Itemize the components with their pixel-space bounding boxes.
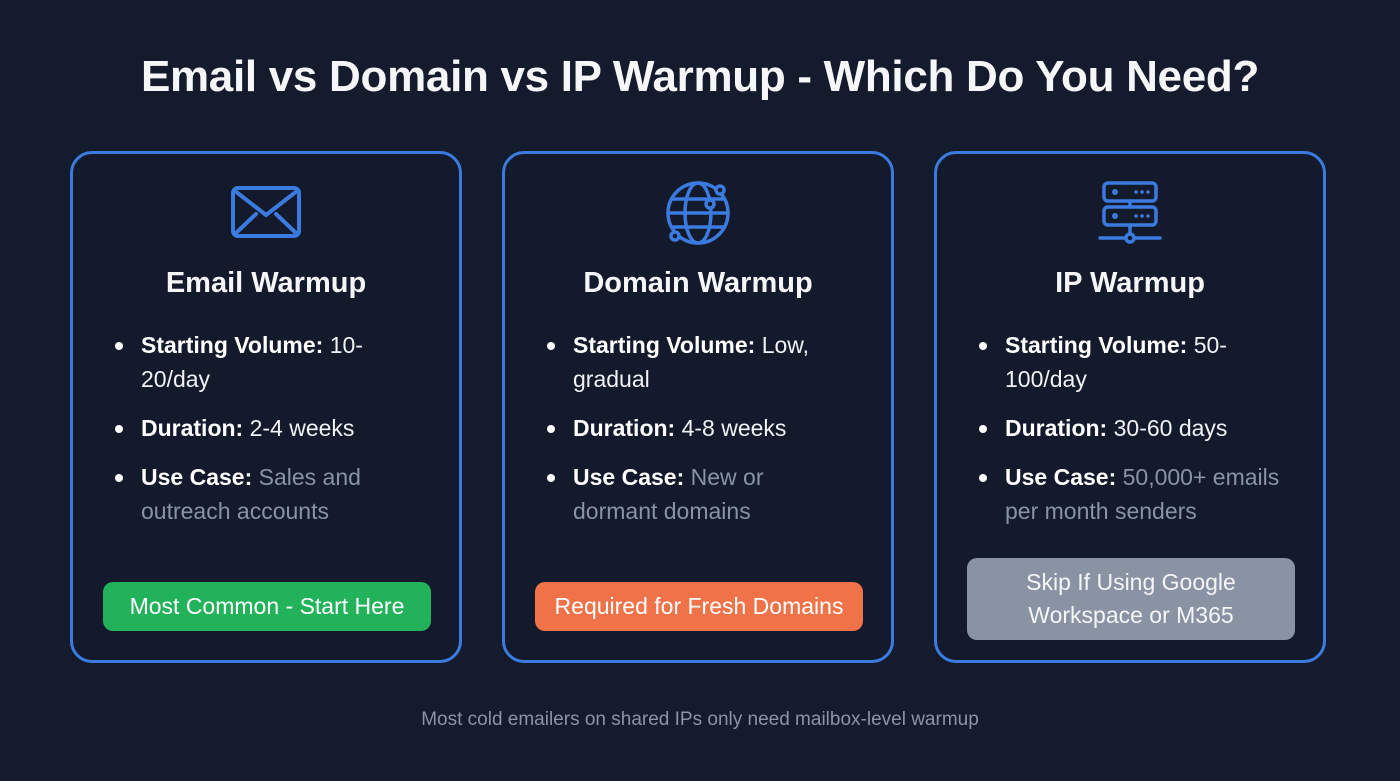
- list-item-starting-volume: Starting Volume: 50-100/day: [977, 328, 1235, 396]
- envelope-icon: [73, 180, 459, 246]
- server-icon: [937, 180, 1323, 246]
- list-item-starting-volume: Starting Volume: Low, gradual: [545, 328, 853, 396]
- list-item-use-case: Use Case: Sales and outreach accounts: [113, 460, 381, 528]
- list-item-duration: Duration: 4-8 weeks: [545, 411, 867, 445]
- card-email-warmup: Email Warmup Starting Volume: 10-20/day …: [70, 151, 462, 663]
- card-title: Domain Warmup: [583, 267, 813, 299]
- most-common-badge: Most Common - Start Here: [103, 582, 431, 631]
- required-badge: Required for Fresh Domains: [535, 582, 863, 631]
- card-title: Email Warmup: [165, 267, 367, 299]
- list-item-duration: Duration: 30-60 days: [977, 411, 1299, 445]
- list-item-use-case: Use Case: 50,000+ emails per month sende…: [977, 460, 1315, 528]
- list-item-starting-volume: Starting Volume: 10-20/day: [113, 328, 371, 396]
- skip-badge: Skip If Using Google Workspace or M365: [967, 558, 1295, 640]
- list-item-use-case: Use Case: New or dormant domains: [545, 460, 803, 528]
- footer-note: Most cold emailers on shared IPs only ne…: [421, 709, 979, 730]
- card-title: IP Warmup: [1055, 267, 1205, 299]
- page-title: Email vs Domain vs IP Warmup - Which Do …: [140, 52, 1260, 101]
- globe-network-icon: [505, 180, 891, 246]
- card-ip-warmup: IP Warmup Starting Volume: 50-100/day Du…: [934, 151, 1326, 663]
- card-domain-warmup: Domain Warmup Starting Volume: Low, grad…: [502, 151, 894, 663]
- list-item-duration: Duration: 2-4 weeks: [113, 411, 435, 445]
